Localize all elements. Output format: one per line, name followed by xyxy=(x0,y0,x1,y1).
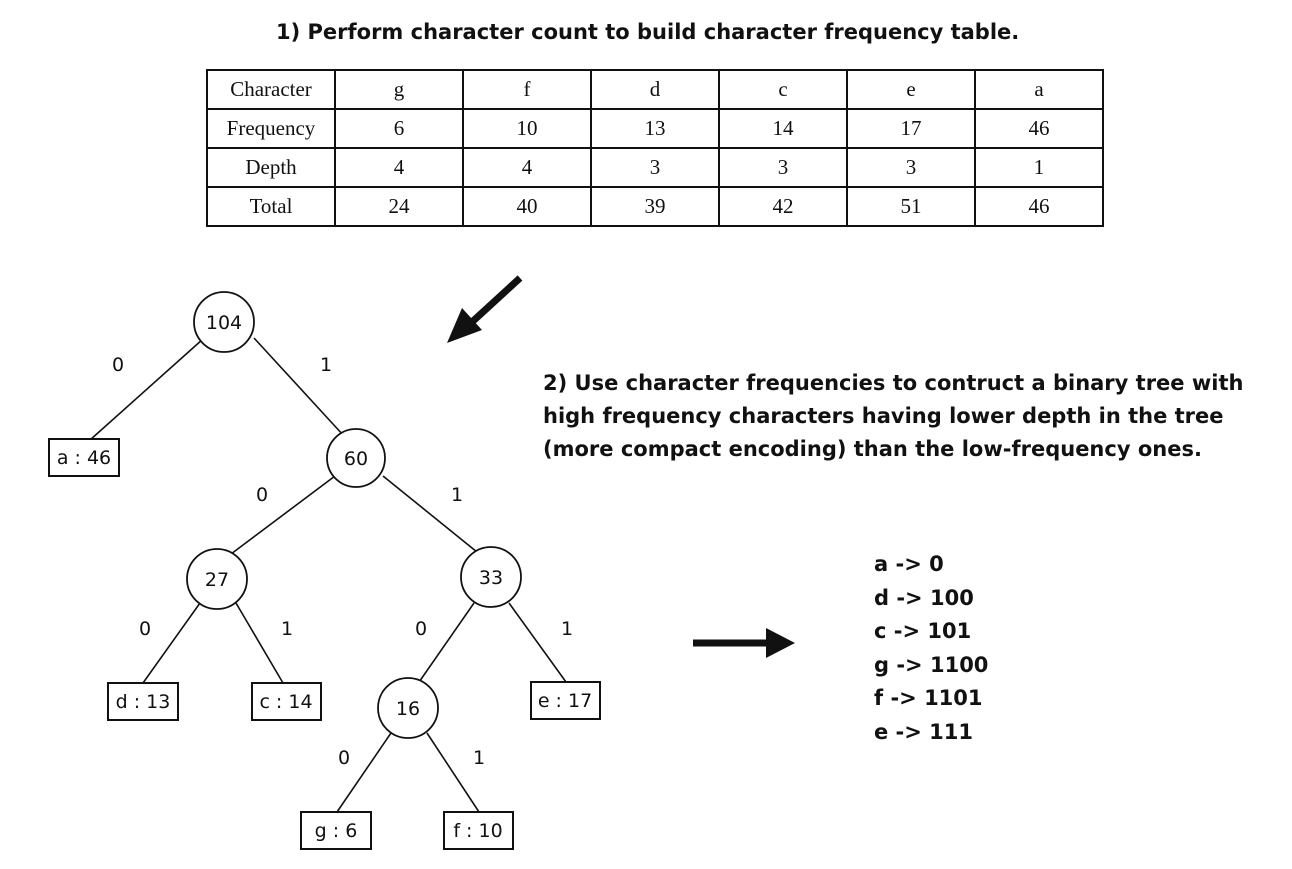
table-cell: a xyxy=(974,69,1104,110)
table-cell: 17 xyxy=(846,108,976,149)
edge-104-60 xyxy=(253,337,345,437)
table-cell: c xyxy=(718,69,848,110)
tree-edges xyxy=(89,337,567,813)
step2-line: (more compact encoding) than the low-fre… xyxy=(543,437,1202,461)
edge-16-g xyxy=(336,732,392,813)
table-cell: 3 xyxy=(718,147,848,188)
row-header: Character xyxy=(206,69,336,110)
internal-node: 60 xyxy=(326,428,386,488)
edge-label: 1 xyxy=(561,618,573,640)
edge-27-d xyxy=(142,602,201,684)
leaf-node: e : 17 xyxy=(530,681,601,720)
leaf-node: f : 10 xyxy=(443,811,514,850)
table-cell: 13 xyxy=(590,108,720,149)
leaf-label: a : 46 xyxy=(57,447,111,469)
edge-104-a xyxy=(89,338,204,441)
edge-label: 0 xyxy=(415,618,427,640)
table-cell: 10 xyxy=(462,108,592,149)
table-cell: 51 xyxy=(846,186,976,227)
internal-node: 104 xyxy=(193,291,255,353)
edge-label: 1 xyxy=(473,747,485,769)
code-entry: g -> 1100 xyxy=(874,652,989,677)
row-header: Frequency xyxy=(206,108,336,149)
step2-line: 2) Use character frequencies to contruct… xyxy=(543,371,1244,395)
table-cell: 24 xyxy=(334,186,464,227)
table-cell: 40 xyxy=(462,186,592,227)
step1-title: 1) Perform character count to build char… xyxy=(276,20,1020,44)
node-label: 33 xyxy=(479,567,503,589)
code-entry: d -> 100 xyxy=(874,585,974,610)
internal-node: 33 xyxy=(460,546,522,608)
table-cell: 3 xyxy=(846,147,976,188)
edge-60-33 xyxy=(382,475,478,553)
table-cell: e xyxy=(846,69,976,110)
arrow-right-icon xyxy=(693,628,795,658)
node-label: 27 xyxy=(205,569,229,591)
leaf-label: f : 10 xyxy=(453,820,502,842)
edge-16-f xyxy=(426,732,480,813)
table-cell: 1 xyxy=(974,147,1104,188)
edge-27-c xyxy=(235,602,284,684)
table-cell: 4 xyxy=(334,147,464,188)
code-entry: a -> 0 xyxy=(874,552,944,576)
table-cell: 3 xyxy=(590,147,720,188)
leaf-node: d : 13 xyxy=(107,682,179,721)
leaf-node: g : 6 xyxy=(300,811,372,850)
step2-line: high frequency characters having lower d… xyxy=(543,404,1224,428)
table-cell: 46 xyxy=(974,108,1104,149)
table-cell: 6 xyxy=(334,108,464,149)
row-header: Depth xyxy=(206,147,336,188)
edge-label: 1 xyxy=(281,618,293,640)
table-cell: 4 xyxy=(462,147,592,188)
internal-node: 27 xyxy=(186,548,248,610)
leaf-node: a : 46 xyxy=(48,438,120,477)
table-cell: f xyxy=(462,69,592,110)
edge-60-27 xyxy=(226,475,336,558)
arrow-down-left-icon xyxy=(447,275,523,343)
leaf-label: d : 13 xyxy=(116,691,171,713)
row-header: Total xyxy=(206,186,336,227)
table-cell: 42 xyxy=(718,186,848,227)
leaf-label: g : 6 xyxy=(315,820,358,842)
leaf-label: c : 14 xyxy=(259,691,312,713)
node-label: 104 xyxy=(206,312,242,334)
edge-label: 1 xyxy=(451,484,463,506)
leaf-label: e : 17 xyxy=(538,690,592,712)
edge-33-16 xyxy=(416,602,475,686)
code-entry: f -> 1101 xyxy=(874,686,983,710)
node-label: 16 xyxy=(396,698,420,720)
table-cell: 14 xyxy=(718,108,848,149)
table-cell: d xyxy=(590,69,720,110)
edge-label: 0 xyxy=(139,618,151,640)
internal-node: 16 xyxy=(377,677,439,739)
edge-label: 0 xyxy=(338,747,350,769)
node-label: 60 xyxy=(344,448,368,470)
table-cell: g xyxy=(334,69,464,110)
edge-33-e xyxy=(508,602,567,683)
step2-description: 2) Use character frequencies to contruct… xyxy=(543,367,1283,466)
code-entry: c -> 101 xyxy=(874,619,972,643)
edge-label: 0 xyxy=(112,354,124,376)
table-cell: 39 xyxy=(590,186,720,227)
code-entry: e -> 111 xyxy=(874,719,974,744)
leaf-node: c : 14 xyxy=(251,682,322,721)
edge-label: 1 xyxy=(320,354,332,376)
table-cell: 46 xyxy=(974,186,1104,227)
code-list: a -> 0 d -> 100 c -> 101 g -> 1100 f -> … xyxy=(874,548,988,749)
edge-label: 0 xyxy=(256,484,268,506)
